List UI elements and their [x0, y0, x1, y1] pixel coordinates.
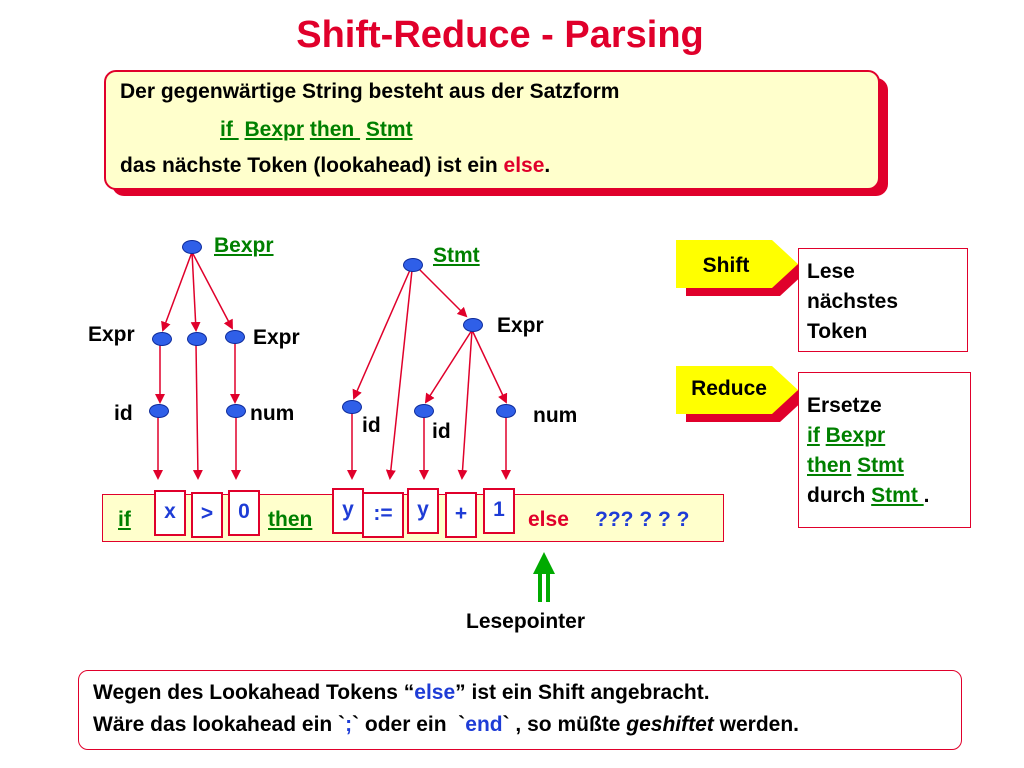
label-expr-right: Expr	[253, 326, 300, 349]
sentential-form: if Bexpr then Stmt	[220, 118, 413, 142]
label-stmt: Stmt	[433, 244, 480, 267]
edge-expr-plus	[457, 329, 473, 480]
edge-stmt-assign	[385, 269, 413, 480]
form-stmt: Stmt	[365, 118, 413, 141]
edge-bexpr-op	[190, 251, 201, 332]
bottom-geshiftet: geshiftet	[626, 713, 714, 736]
edge-expr-id2	[424, 329, 473, 404]
reduce-line1: Ersetze	[807, 394, 882, 417]
lookahead-text: das nächste Token (lookahead) ist ein	[120, 154, 504, 177]
label-expr-mid: Expr	[497, 314, 544, 337]
token-y2: y	[407, 488, 439, 534]
reduce-line4: durch Stmt .	[807, 481, 962, 511]
shift-desc-line: Lese	[807, 260, 855, 283]
label-num1: num	[250, 402, 295, 425]
edge-bexpr-expr1	[161, 251, 193, 332]
lesepointer-arrow	[533, 552, 555, 602]
top-box: Der gegenwärtige String besteht aus der …	[104, 70, 880, 190]
input-if: if	[118, 508, 131, 531]
node-id2	[342, 400, 362, 414]
input-else: else	[528, 508, 569, 531]
reduce-button[interactable]: Reduce	[691, 377, 767, 400]
reduce-period: .	[923, 484, 930, 507]
node-expr-right	[225, 330, 245, 344]
reduce-arrow-shape	[676, 366, 806, 422]
edge-stmt-expr	[415, 265, 468, 318]
bottom-else: else	[414, 681, 456, 704]
top-line3: das nächste Token (lookahead) ist ein el…	[120, 154, 550, 178]
node-op	[187, 332, 207, 346]
bottom-line2: Wäre das lookahead ein `;` oder ein `end…	[93, 713, 799, 737]
shift-desc-line: nächstes	[807, 290, 899, 313]
token-y1: y	[332, 488, 364, 534]
token-gt: >	[191, 492, 223, 538]
form-bexpr: Bexpr	[244, 118, 305, 141]
reduce-line3: then Stmt	[807, 451, 962, 481]
label-bexpr: Bexpr	[214, 234, 274, 257]
node-bexpr	[182, 240, 202, 254]
label-id3: id	[432, 420, 451, 443]
edge-bexpr-expr2	[191, 251, 233, 330]
bottom-a1: Wegen des Lookahead Tokens “	[93, 681, 415, 704]
reduce-stmt-target: Stmt	[871, 484, 924, 507]
reduce-then: then	[807, 454, 852, 477]
node-stmt	[403, 258, 423, 272]
edge-stmt-id	[352, 269, 411, 400]
reduce-stmt: Stmt	[857, 454, 904, 477]
token-x: x	[154, 490, 186, 536]
node-id1	[149, 404, 169, 418]
label-id2: id	[362, 414, 381, 437]
bottom-line1: Wegen des Lookahead Tokens “else” ist ei…	[93, 681, 710, 705]
bottom-b5: ` , so müßte	[502, 713, 627, 736]
bottom-end: end	[465, 713, 503, 736]
form-then: then	[309, 118, 361, 141]
bottom-a3: ” ist ein Shift angebracht.	[455, 681, 710, 704]
node-id3	[414, 404, 434, 418]
reduce-durch: durch	[807, 484, 872, 507]
bottom-b1: Wäre das lookahead ein `	[93, 713, 346, 736]
top-line1: Der gegenwärtige String besteht aus der …	[120, 80, 620, 103]
input-then: then	[268, 508, 313, 531]
input-rest: ??? ? ? ?	[595, 508, 690, 531]
form-if: if	[220, 118, 239, 141]
token-1: 1	[483, 488, 515, 534]
shift-desc-line: Token	[807, 320, 868, 343]
token-assign: :=	[362, 492, 404, 538]
bottom-box: Wegen des Lookahead Tokens “else” ist ei…	[78, 670, 962, 750]
label-num2: num	[533, 404, 578, 427]
node-num1	[226, 404, 246, 418]
reduce-description: Ersetze if Bexpr then Stmt durch Stmt .	[798, 372, 971, 528]
edge-expr-num2	[471, 329, 508, 404]
edge-op-gt	[192, 343, 203, 480]
lookahead-token: else	[503, 154, 545, 177]
shift-description: Lese nächstes Token	[798, 248, 968, 352]
shift-button[interactable]: Shift	[702, 254, 750, 277]
label-id1: id	[114, 402, 133, 425]
label-expr-left: Expr	[88, 323, 135, 346]
node-expr-mid	[463, 318, 483, 332]
bottom-semicolon: ;	[345, 713, 353, 736]
reduce-line2: if Bexpr	[807, 421, 962, 451]
token-plus: +	[445, 492, 477, 538]
lesepointer-label: Lesepointer	[466, 610, 586, 633]
bottom-b7: werden.	[713, 713, 800, 736]
reduce-if: if	[807, 424, 820, 447]
reduce-bexpr: Bexpr	[825, 424, 886, 447]
bottom-b3: ` oder ein `	[352, 713, 466, 736]
node-expr-left	[152, 332, 172, 346]
token-0: 0	[228, 490, 260, 536]
lookahead-period: .	[544, 154, 551, 177]
node-num2	[496, 404, 516, 418]
shift-arrow-shape	[676, 240, 806, 296]
slide-title: Shift-Reduce - Parsing	[296, 14, 704, 56]
